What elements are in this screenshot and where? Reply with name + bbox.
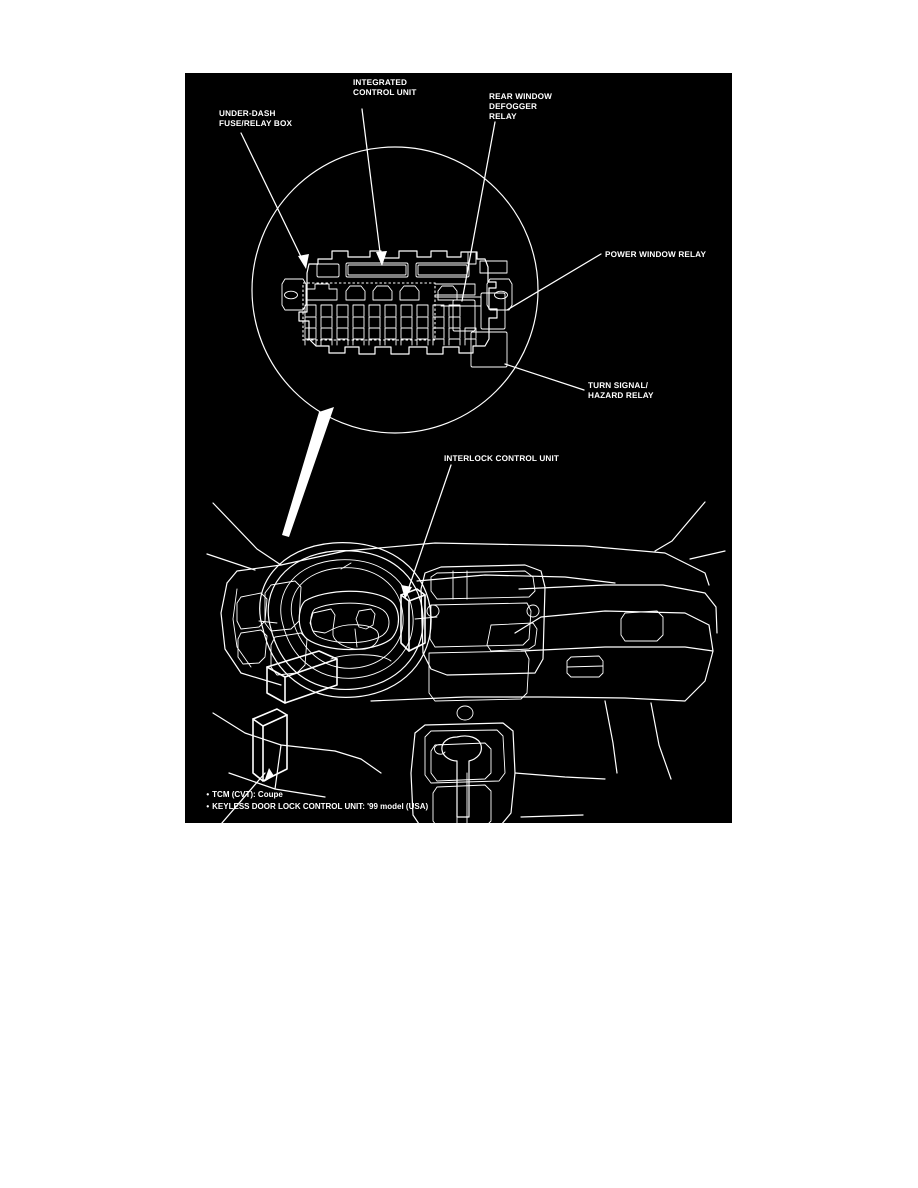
callout-rear-window-defogger-relay: REAR WINDOW DEFOGGER RELAY (489, 92, 553, 122)
interlock-control-unit-box (400, 588, 426, 652)
callout-turn-signal-hazard-relay: TURN SIGNAL/ HAZARD RELAY (588, 381, 654, 401)
dashboard-illustration (206, 464, 726, 823)
footnote-keyless-text: KEYLESS DOOR LOCK CONTROL UNIT: '99 mode… (212, 802, 429, 811)
callout-integrated-control-unit: INTEGRATED CONTROL UNIT (353, 78, 417, 98)
shift-lever (430, 735, 492, 823)
keyless-door-lock-control-unit-box (252, 708, 288, 782)
center-console (410, 564, 546, 823)
callout-interlock-control-unit: INTERLOCK CONTROL UNIT (444, 454, 560, 463)
magnifier-pointer-wedge (282, 407, 334, 537)
power-window-relay-block (480, 292, 506, 330)
top-connector-blocks (316, 262, 470, 278)
footnote-bullet-icon: • (206, 790, 210, 799)
turn-signal-hazard-relay-block (470, 331, 508, 368)
large-fuse-row (305, 283, 458, 301)
under-dash-fuse-relay-box-detail (281, 250, 513, 368)
callout-leader-lines (240, 108, 602, 391)
callout-under-dash-fuse-relay-box: UNDER-DASH FUSE/RELAY BOX (219, 109, 293, 129)
fuse-slot-grid (304, 304, 477, 346)
callout-power-window-relay: POWER WINDOW RELAY (605, 250, 707, 259)
footnote-keyless: •KEYLESS DOOR LOCK CONTROL UNIT: '99 mod… (193, 790, 428, 823)
detail-magnifier-circle (251, 146, 539, 434)
footnote-tcm-text: TCM (CVT): Coupe (212, 790, 283, 799)
tcm-module-box (266, 650, 338, 704)
figure-panel: .ln { fill:none; stroke:#ffffff; stroke-… (185, 73, 732, 823)
footnote-tcm: •TCM (CVT): Coupe (193, 778, 283, 811)
component-location-diagram: .ln { fill:none; stroke:#ffffff; stroke-… (206, 108, 726, 823)
footnote-bullet-icon: • (206, 802, 210, 811)
rear-window-defogger-relay-block (452, 299, 476, 332)
